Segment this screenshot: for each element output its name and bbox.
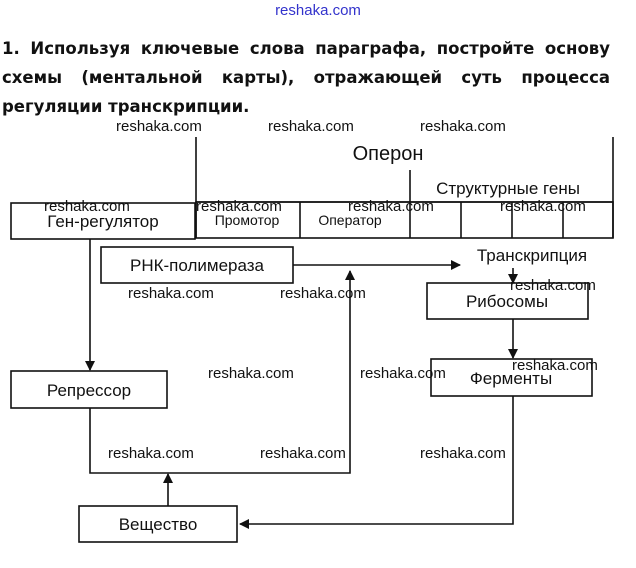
watermark: reshaka.com: [500, 198, 586, 215]
ribosomes-label: Рибосомы: [466, 292, 548, 311]
operator-label: Оператор: [318, 212, 382, 228]
task-line: схемы (ментальной карты), отражающей сут…: [2, 68, 610, 87]
rna-polymerase-label: РНК-полимераза: [130, 256, 265, 275]
watermark: reshaka.com: [260, 445, 346, 462]
enzymes-box: [430, 358, 593, 397]
watermark: reshaka.com: [512, 357, 598, 374]
enzymes-label: Ферменты: [470, 369, 552, 388]
watermarks: reshaka.com reshaka.com reshaka.com resh…: [44, 118, 598, 462]
watermark: reshaka.com: [420, 445, 506, 462]
transcription-label: Транскрипция: [477, 246, 587, 265]
task-text: 1. Используя ключевые слова параграфа, п…: [2, 34, 610, 121]
task-line: регуляции транскрипции.: [2, 97, 250, 116]
watermark: reshaka.com: [208, 365, 294, 382]
promoter-label: Промотор: [215, 212, 280, 228]
watermark: reshaka.com: [116, 118, 202, 135]
watermark: reshaka.com: [268, 118, 354, 135]
watermark: reshaka.com: [348, 198, 434, 215]
regulator-gene-box: [10, 202, 196, 240]
structural-genes-label: Структурные гены: [436, 179, 580, 198]
watermark: reshaka.com: [280, 285, 366, 302]
arrow-enzymes-substance: [239, 396, 514, 529]
task-line: 1. Используя ключевые слова параграфа, п…: [2, 39, 610, 58]
watermark: reshaka.com: [44, 198, 130, 215]
watermark: reshaka.com: [196, 198, 282, 215]
operon-row: [195, 201, 614, 239]
repressor-box: [10, 370, 168, 409]
arrow-repressor-operator: [89, 270, 355, 474]
watermark: reshaka.com: [128, 285, 214, 302]
substance-label: Вещество: [119, 515, 198, 534]
watermark: reshaka.com: [360, 365, 446, 382]
repressor-label: Репрессор: [47, 381, 131, 400]
operon-label: Оперон: [353, 143, 424, 165]
watermark: reshaka.com: [510, 277, 596, 294]
ribosomes-box: [426, 282, 589, 320]
watermark: reshaka.com: [420, 118, 506, 135]
watermark-top: reshaka.com: [275, 2, 361, 19]
regulator-gene-label: Ген-регулятор: [47, 212, 158, 231]
watermark: reshaka.com: [108, 445, 194, 462]
substance-box: [78, 505, 238, 543]
